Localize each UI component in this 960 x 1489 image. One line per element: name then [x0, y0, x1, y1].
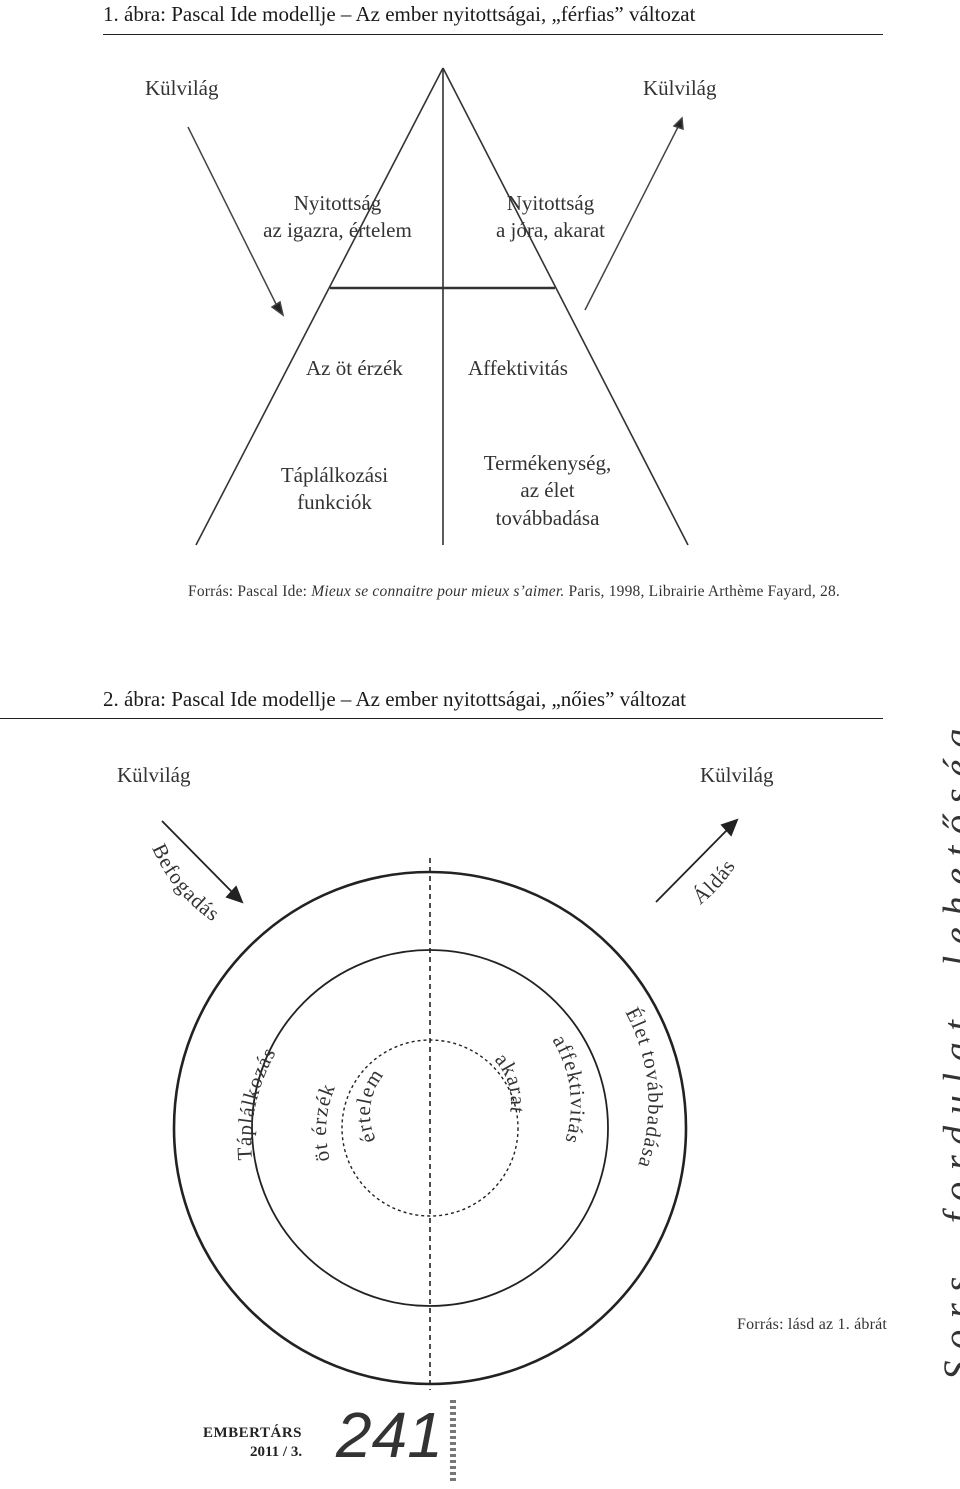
magazine-issue: 2011 / 3.	[250, 1444, 303, 1460]
nutrition-line1: Táplálkozási	[280, 463, 389, 487]
arrow-receive-head	[225, 885, 244, 904]
five-senses: Az öt érzék	[306, 356, 403, 380]
arrow-bless-head	[720, 818, 739, 837]
magazine-name: EMBERTÁRS	[203, 1425, 302, 1441]
fig2-outer-world-left: Külvilág	[117, 763, 191, 787]
figure2-source: Forrás: lásd az 1. ábrát	[737, 1316, 888, 1333]
figure2-title-rule	[0, 718, 883, 719]
arrow-out-line	[584, 124, 680, 311]
figure1-source: Forrás: Pascal Ide: Mieux se connaitre p…	[188, 583, 840, 601]
figure1-triangle	[195, 67, 689, 546]
fig1-outer-world-left: Külvilág	[145, 76, 219, 100]
open-to-good-line1: Nyitottság	[506, 191, 595, 215]
figure1-title: 1. ábra: Pascal Ide modellje – Az ember …	[103, 2, 696, 26]
source-book-title: Mieux se connaitre pour mieux s’aimer.	[311, 583, 565, 600]
label-intellect: értelem	[351, 1064, 389, 1147]
source-suffix: Paris, 1998, Librairie Arthème Fayard, 2…	[564, 583, 840, 600]
arrow-out-head	[672, 116, 684, 131]
figure2-arrows	[161, 818, 739, 904]
fertility-line1: Termékenység,	[483, 451, 612, 475]
open-to-good-line2: a jóra, akarat	[495, 218, 605, 243]
arrow-receive-line	[161, 820, 233, 893]
source-prefix: Forrás: Pascal Ide:	[188, 583, 312, 600]
label-five-senses: öt érzék	[307, 1080, 340, 1164]
nutrition-line2: funkciók	[297, 490, 372, 515]
label-nutrition: Táplálkozás	[232, 1043, 281, 1161]
label-affectivity: affektivitás	[548, 1030, 590, 1147]
fertility-line3: továbbadása	[495, 505, 600, 530]
fertility-line2: az élet	[520, 478, 575, 503]
label-life-passing: Élet továbbadása	[621, 1003, 668, 1171]
dotted-page-marker	[450, 1400, 456, 1482]
figure2-title: 2. ábra: Pascal Ide modellje – Az ember …	[103, 687, 687, 711]
triangle-right-side	[442, 67, 689, 546]
figure2-circles	[172, 858, 688, 1390]
open-to-good: Nyitottság a jóra, akarat	[478, 190, 623, 245]
page-number: 241	[336, 1399, 443, 1471]
fig1-outer-world-right: Külvilág	[643, 76, 717, 100]
label-will: akarat	[490, 1048, 530, 1116]
figure1-arrows	[187, 116, 684, 317]
label-receive: Befogadás	[147, 840, 224, 927]
side-running-title: Sors, fordulat, lehetőség	[936, 717, 960, 1380]
figure1-title-rule	[103, 34, 883, 35]
affectivity: Affektivitás	[468, 356, 568, 380]
fertility: Termékenység, az élet továbbadása	[470, 450, 625, 532]
open-to-true: Nyitottság az igazra, értelem	[255, 190, 420, 245]
arrow-in-line	[187, 126, 279, 309]
fig2-outer-world-right: Külvilág	[700, 763, 774, 787]
triangle-left-side	[195, 67, 444, 546]
open-to-true-line1: Nyitottság	[293, 191, 382, 215]
arrow-bless-line	[655, 829, 728, 903]
open-to-true-line2: az igazra, értelem	[263, 218, 412, 243]
nutrition-functions: Táplálkozási funkciók	[262, 462, 407, 517]
arrow-in-head	[270, 300, 285, 317]
